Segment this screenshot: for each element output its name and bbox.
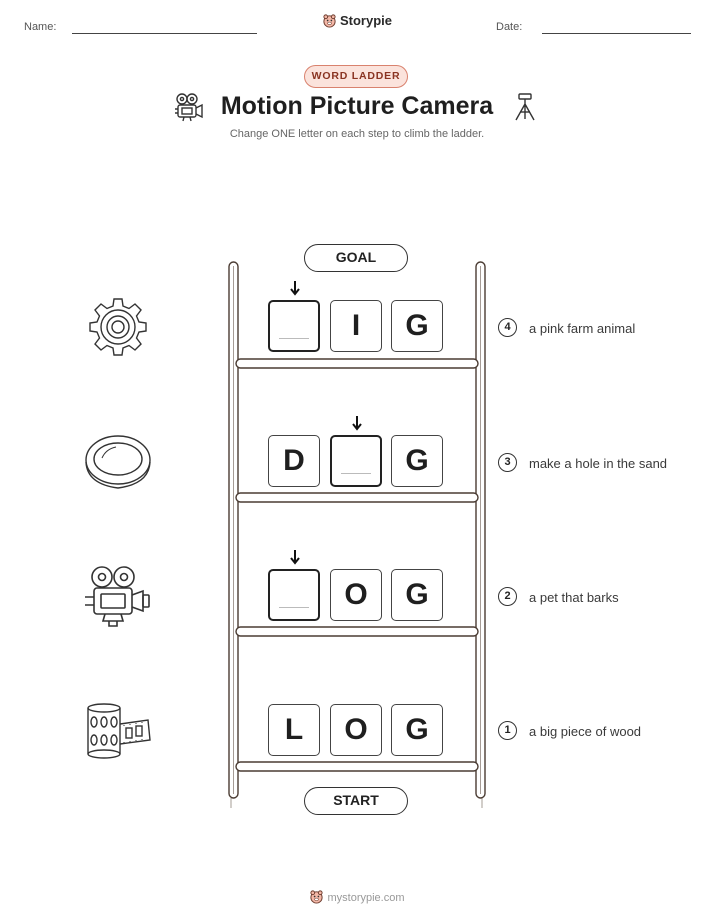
letter-tile-text: G [405, 444, 429, 477]
clue-number: 3 [498, 453, 517, 472]
start-label: START [304, 787, 408, 815]
clue-text: a big piece of wood [529, 724, 642, 739]
name-label: Name: [24, 21, 57, 33]
letter-tile-text: G [405, 309, 429, 342]
instructions: Change ONE letter on each step to climb … [229, 128, 485, 140]
letter-tile-text: D [283, 444, 305, 477]
letter-tile-blank[interactable] [268, 300, 320, 352]
ladder-rung [235, 626, 479, 637]
page-title: Motion Picture Camera [220, 92, 494, 120]
letter-tile-text: O [344, 713, 368, 746]
clue-text: a pet that barks [529, 590, 619, 605]
name-line[interactable] [72, 33, 257, 34]
letter-tile: G [391, 704, 443, 756]
letter-tile: I [330, 300, 382, 352]
date-line[interactable] [542, 33, 691, 34]
clue-text: a pink farm animal [529, 321, 636, 336]
letter-tile: O [330, 569, 382, 621]
letter-tile: G [391, 300, 443, 352]
letter-tile: O [330, 704, 382, 756]
movie-camera-icon [85, 566, 150, 627]
ladder-rung [235, 761, 479, 772]
ladder-rung [235, 358, 479, 369]
clue-number: 4 [498, 318, 517, 337]
date-label: Date: [496, 21, 523, 33]
letter-tile-blank[interactable] [330, 435, 382, 487]
film-reel-icon [87, 703, 151, 759]
gear-icon [89, 298, 147, 356]
letter-tile-text: L [284, 713, 304, 746]
letter-tile-text: I [351, 309, 361, 342]
letter-tile-text: G [405, 713, 429, 746]
lens-icon [85, 435, 151, 489]
letter-tile-text: O [344, 578, 368, 611]
letter-tile-text: G [405, 578, 429, 611]
clue-text: make a hole in the sand [529, 456, 668, 471]
brand: Storypie [0, 13, 714, 28]
arrow-down-icon [290, 550, 300, 565]
footer-url[interactable]: mystorypie.com [327, 892, 405, 904]
tripod-icon [515, 93, 535, 121]
arrow-down-icon [290, 281, 300, 296]
letter-tile: G [391, 569, 443, 621]
letter-tile: D [268, 435, 320, 487]
goal-label: GOAL [304, 244, 408, 272]
storypie-logo-icon [310, 890, 324, 904]
footer: mystorypie.com [0, 889, 714, 904]
letter-tile: L [268, 704, 320, 756]
movie-camera-icon [175, 93, 203, 122]
word-ladder-badge: WORD LADDER [304, 65, 408, 88]
clue-number: 2 [498, 587, 517, 606]
clue-number: 1 [498, 721, 517, 740]
ladder-rung [235, 492, 479, 503]
storypie-logo-icon [323, 14, 336, 28]
arrow-down-icon [352, 416, 362, 431]
letter-tile-blank[interactable] [268, 569, 320, 621]
brand-name: Storypie [339, 13, 392, 28]
letter-tile: G [391, 435, 443, 487]
